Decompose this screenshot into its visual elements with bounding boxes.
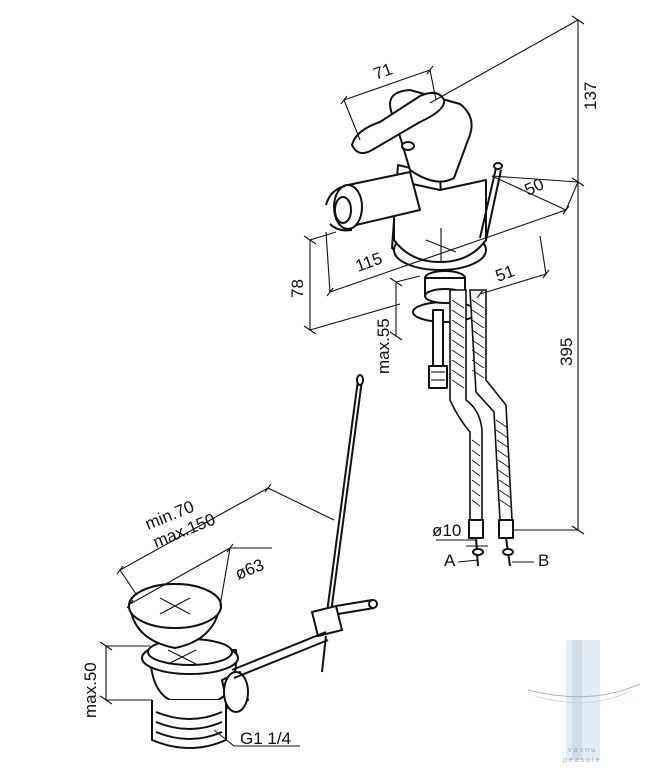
dim-plug-diameter: ø63 bbox=[232, 555, 266, 584]
watermark-logo: vannu peasule bbox=[527, 640, 641, 764]
dim-thread: G1 1/4 bbox=[240, 729, 291, 748]
waste-drain bbox=[128, 583, 329, 749]
label-hose-b: B bbox=[538, 551, 549, 570]
dim-total-height: 137 bbox=[581, 82, 600, 110]
label-hose-a: A bbox=[444, 551, 456, 570]
popup-rod bbox=[311, 374, 378, 673]
dim-spout-height: 78 bbox=[288, 279, 307, 298]
dim-max-deck: max.55 bbox=[374, 318, 393, 374]
dim-spout-reach: 115 bbox=[353, 249, 385, 276]
dim-waste-height: max.50 bbox=[81, 662, 100, 718]
dim-base-diameter: 51 bbox=[493, 261, 517, 285]
watermark-text-line2: peasule bbox=[563, 757, 602, 764]
hoses bbox=[449, 289, 514, 567]
dimension-lines bbox=[99, 15, 585, 747]
dim-hose-length: 395 bbox=[557, 338, 576, 366]
faucet-body bbox=[325, 89, 503, 389]
watermark-text-line1: vannu bbox=[568, 747, 597, 754]
dim-hose-diameter: ø10 bbox=[432, 521, 461, 540]
dim-handle-width: 71 bbox=[371, 59, 395, 83]
